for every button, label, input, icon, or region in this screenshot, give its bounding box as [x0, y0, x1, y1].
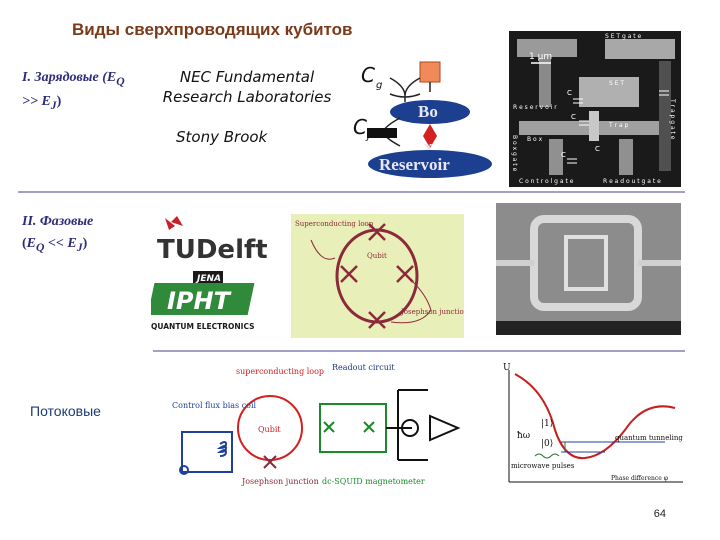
box-label-1: Bo — [418, 102, 438, 121]
cg-sub: g — [376, 80, 382, 91]
box-island — [390, 100, 470, 124]
tunneling-label: quantum tunneling — [615, 434, 683, 442]
qubit-label: Qubit — [367, 252, 387, 260]
page-number: 64 — [653, 508, 666, 520]
trap-label: T r a p — [608, 122, 629, 129]
cb-label: C — [561, 151, 566, 159]
tudelft-logo: TUDelft — [157, 216, 267, 265]
phase-qubit-micrograph — [496, 203, 681, 335]
state0-label: |0⟩ — [541, 439, 553, 449]
state1-label: |1⟩ — [541, 419, 553, 429]
set-label: S E T — [609, 80, 624, 87]
gate-electrode — [419, 61, 441, 83]
box-sem-label: B o x — [527, 136, 543, 143]
squid-label: dc-SQUID magnetometer — [322, 477, 425, 486]
ct-label: C — [595, 145, 600, 153]
charge-qubit-label-cont: >> EJ) — [22, 94, 62, 112]
phase-qubit-label-cont: (EQ << EJ) — [22, 236, 88, 254]
cj-label: C — [353, 115, 367, 139]
phase-qubit-label: II. Фазовые — [22, 214, 94, 229]
nec-credit: NEC Fundamental Research Laboratories — [162, 68, 332, 106]
flux-qubit-name: Qubit — [258, 425, 281, 434]
potential-energy-plot: U |1⟩ |0⟩ ħω quantum tunneling microwave… — [503, 363, 683, 483]
pulses-label: microwave pulses — [511, 462, 575, 470]
cg-label: C — [361, 63, 375, 87]
phase-loop-diagram: Superconducting loop Qubit Josephson jun… — [291, 214, 464, 338]
section-divider-1 — [18, 191, 685, 193]
cs-label: C — [567, 89, 572, 97]
phase-axis-label: Phase difference φ — [611, 475, 668, 482]
reservoir — [368, 150, 492, 178]
junction-bar — [367, 128, 397, 138]
stony-brook-credit: Stony Brook — [176, 128, 268, 146]
slide-title: Виды сверхпроводящих кубитов — [72, 20, 353, 39]
box-gate-label: B o x g a t e — [511, 135, 518, 172]
flux-loop-label: superconducting loop — [236, 367, 324, 376]
readout-label: Readout circuit — [332, 363, 395, 372]
reservoir-sem-label: R e s e r v o i r — [513, 104, 557, 111]
reservoir-label: Reservoir — [379, 155, 450, 174]
set-gate-label: S E T g a t e — [605, 33, 642, 40]
trap-gate-label: T r a p g a t e — [669, 98, 676, 140]
flux-junction-label: Josephson junction — [241, 477, 319, 486]
junction-label: Josephson junction — [400, 308, 464, 316]
box-label-2: x — [424, 137, 433, 156]
tudelft-text: TUDelft — [157, 235, 267, 265]
scale-label: 1 μm — [529, 52, 552, 62]
hw-label: ħω — [517, 431, 530, 441]
u-axis-label: U — [503, 363, 511, 373]
section-divider-2 — [153, 350, 685, 352]
cc-label: C — [571, 113, 576, 121]
control-coil-label: Control flux bias coil — [172, 401, 257, 410]
readout-gate-label: R e a d o u t g a t e — [603, 178, 661, 185]
jena-text: JENA — [195, 274, 221, 284]
junction-diamond — [423, 124, 437, 148]
ipht-logo: JENA IPHT QUANTUM ELECTRONICS — [151, 271, 255, 331]
charge-qubit-micrograph: 1 μm S E T g a t e S E T R e s e r v o i… — [509, 31, 681, 187]
flux-qubit-schematic: superconducting loop Readout circuit Con… — [172, 363, 461, 486]
charge-qubit-diagram: Bo x Reservoir C g C J — [353, 61, 492, 178]
cj-sub: J — [365, 131, 370, 142]
loop-label: Superconducting loop — [295, 220, 374, 228]
control-gate-label: C o n t r o l g a t e — [519, 178, 574, 185]
ipht-text: IPHT — [167, 287, 232, 315]
charge-qubit-label: I. Зарядовые (EQ — [22, 70, 125, 88]
flux-qubit-label: Потоковые — [30, 403, 101, 419]
quantum-electronics-text: QUANTUM ELECTRONICS — [151, 322, 255, 331]
